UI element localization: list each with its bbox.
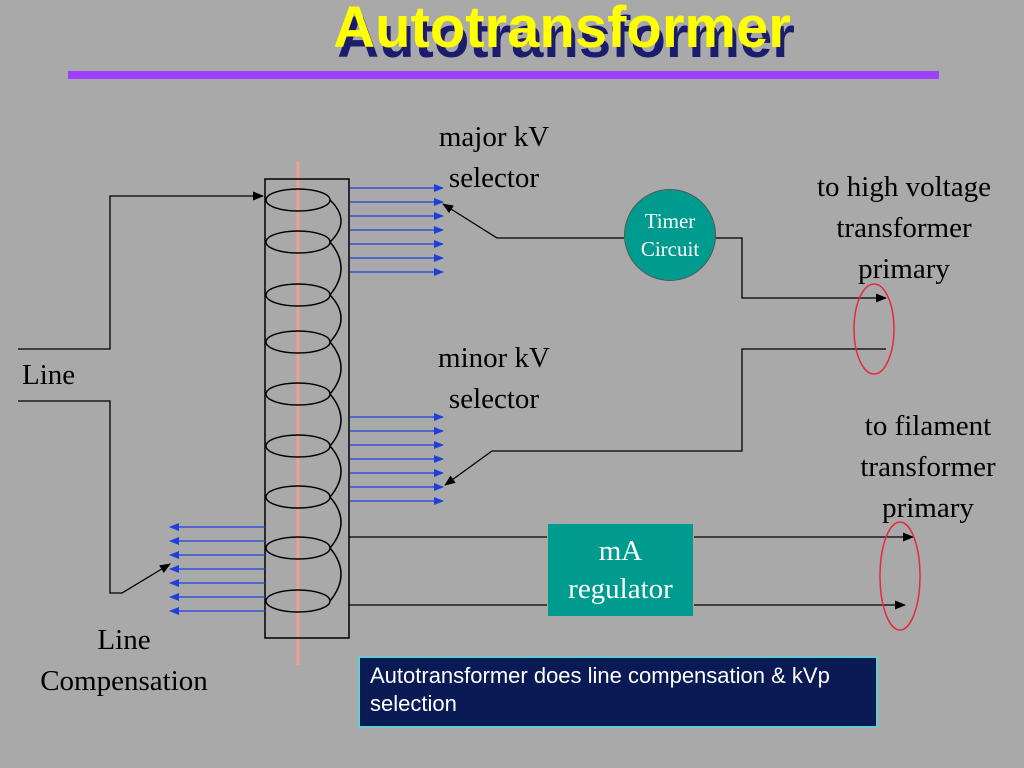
minor-kv-selector-label: minor kV selector [438, 342, 550, 415]
coil-windings [265, 188, 342, 613]
hv-primary-label: to high voltage transformer primary [817, 171, 991, 285]
page-title: Autotransformer [333, 0, 791, 60]
minor-kv-taps [350, 413, 444, 505]
hv-primary-terminal-ring [853, 283, 895, 375]
filament-primary-terminal-ring [879, 521, 921, 631]
filament-primary-label: to filament transformer primary [860, 410, 996, 524]
line-label: Line [22, 359, 76, 391]
line-compensation-label: Line Compensation [40, 624, 208, 697]
minor-selector-arm [444, 348, 886, 486]
autotransformer-frame [264, 178, 350, 639]
line-input-top [18, 191, 264, 350]
timer-circuit: Timer Circuit [624, 189, 716, 281]
ma-regulator: mA regulator [547, 523, 694, 617]
line-compensation-taps [169, 523, 265, 615]
major-kv-taps [350, 184, 444, 276]
wiring [18, 191, 914, 610]
timer-to-hv [714, 237, 887, 303]
caption-box: Autotransformer does line compensation &… [358, 656, 878, 728]
title-area: Autotransformer Autotransformer [0, 0, 1024, 62]
line-input-bottom [18, 400, 171, 594]
major-kv-selector-label: major kV selector [438, 121, 550, 194]
major-selector-arm [442, 203, 624, 239]
page-title-shadow: Autotransformer [337, 5, 795, 63]
title-underline [68, 71, 939, 79]
